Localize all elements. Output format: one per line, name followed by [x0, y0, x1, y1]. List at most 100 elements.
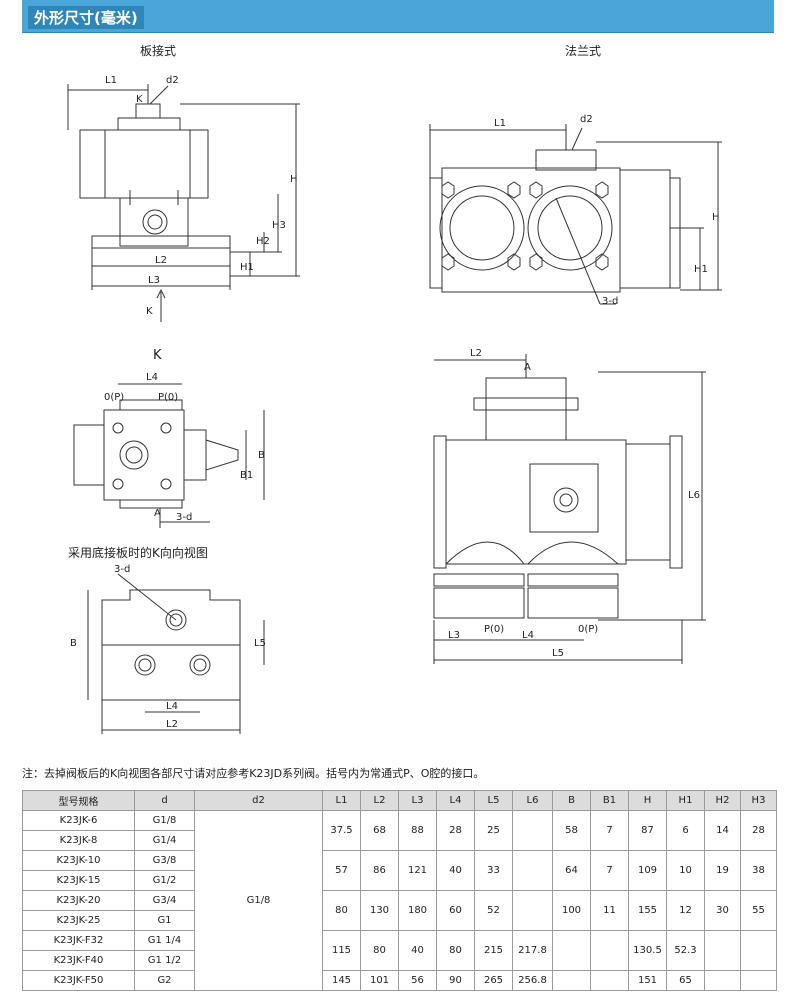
base-plate-view-title: 采用底接板时的K向向视图	[68, 546, 208, 560]
model-cell: K23JK-25	[22, 910, 135, 931]
dim-label-k-arrow: K	[146, 306, 153, 317]
l1-cell: 115	[322, 930, 361, 971]
dim-label-l1-flange: L1	[494, 118, 506, 129]
h1-cell: 12	[666, 890, 705, 931]
dim-label-l4-base: L4	[166, 701, 178, 712]
column-header: L3	[398, 790, 437, 811]
b1-cell	[590, 930, 629, 971]
table-row: K23JK-6 G1/8 G1/8 37.5 68 88 28 25 58 7 …	[22, 810, 777, 991]
dim-label-p-side: P(0)	[484, 624, 504, 635]
l2-cell: 80	[360, 930, 399, 971]
l5-cell: 52	[474, 890, 513, 931]
k-view-drawing	[73, 383, 265, 528]
model-cell: K23JK-15	[22, 870, 135, 891]
h3-cell	[740, 930, 777, 971]
port-size-cell: G1	[134, 910, 195, 931]
column-header: L5	[474, 790, 513, 811]
l2-cell: 130	[360, 890, 399, 931]
l2-cell: 101	[360, 970, 399, 991]
dim-label-h3-plate: H3	[272, 220, 286, 231]
dim-label-l2-side: L2	[470, 348, 482, 359]
l3-cell: 56	[398, 970, 437, 991]
dim-label-k-plate: K	[136, 94, 143, 105]
dim-label-h1-plate: H1	[240, 262, 254, 273]
dim-label-l4-side: L4	[522, 630, 534, 641]
port-size-cell: G1/8	[134, 810, 195, 831]
l2-cell: 68	[360, 810, 399, 851]
h2-cell	[704, 970, 741, 991]
l4-cell: 60	[436, 890, 475, 931]
table-row: K23JK-10 G3/8 57 86 121 40 33 64 7 109 1…	[22, 850, 777, 891]
l4-cell: 80	[436, 930, 475, 971]
port-size-cell: G1/4	[134, 830, 195, 851]
h2-cell: 30	[704, 890, 741, 931]
dim-label-l2-plate: L2	[155, 255, 167, 266]
h1-cell: 6	[666, 810, 705, 851]
l1-cell: 37.5	[322, 810, 361, 851]
dim-label-d2-plate: d2	[166, 75, 179, 86]
model-cell: K23JK-6	[22, 810, 135, 831]
h3-cell: 55	[740, 890, 777, 931]
h3-cell: 38	[740, 850, 777, 891]
table-row: K23JK-25 G1	[22, 910, 777, 931]
model-cell: K23JK-20	[22, 890, 135, 911]
dim-label-h1-flange: H1	[694, 264, 708, 275]
column-header: H1	[666, 790, 705, 811]
l4-cell: 90	[436, 970, 475, 991]
h2-cell	[704, 930, 741, 971]
d2-cell: G1/8	[194, 810, 323, 991]
dim-label-a-k: A	[154, 508, 161, 519]
port-size-cell: G1/2	[134, 870, 195, 891]
h-cell: 151	[628, 970, 667, 991]
table-row: K23JK-F50 G2 145 101 56 90 265 256.8 151…	[22, 970, 777, 991]
h1-cell: 10	[666, 850, 705, 891]
b-cell	[552, 970, 591, 991]
dim-label-o-side: 0(P)	[578, 624, 598, 635]
dim-label-h-flange: H	[712, 212, 720, 223]
column-header: B1	[590, 790, 629, 811]
dim-label-h2-plate: H2	[256, 236, 270, 247]
model-cell: K23JK-10	[22, 850, 135, 871]
dim-label-d2-flange: d2	[580, 114, 593, 125]
k-view-title: K	[153, 348, 162, 363]
b1-cell: 7	[590, 810, 629, 851]
dim-label-a-side: A	[524, 362, 531, 373]
l3-cell: 180	[398, 890, 437, 931]
dimension-table: 型号规格 d d2 L1 L2 L3 L4 L5 L6 B B1 H H1 H2…	[22, 790, 777, 991]
column-header: H	[628, 790, 667, 811]
flange-type-title: 法兰式	[565, 44, 602, 58]
plate-type-title: 板接式	[140, 44, 177, 58]
b1-cell	[590, 970, 629, 991]
dimension-drawings: L1 d2 K L2 L3 H H3 H2 H1 K L1 d2 H H1 3-…	[67, 75, 722, 734]
l6-cell: 256.8	[512, 970, 553, 991]
h1-cell: 52.3	[666, 930, 705, 971]
l5-cell: 265	[474, 970, 513, 991]
dim-label-3d-k: 3-d	[176, 512, 192, 523]
l6-cell	[512, 810, 553, 851]
h2-cell: 19	[704, 850, 741, 891]
column-header: L6	[512, 790, 553, 811]
section-header: 外形尺寸(毫米)	[22, 0, 774, 33]
dim-label-h-plate: H	[290, 174, 298, 185]
column-header: d	[134, 790, 195, 811]
b1-cell: 11	[590, 890, 629, 931]
l1-cell: 80	[322, 890, 361, 931]
port-size-cell: G2	[134, 970, 195, 991]
dim-label-l4-k: L4	[146, 372, 158, 383]
h-cell: 130.5	[628, 930, 667, 971]
l3-cell: 121	[398, 850, 437, 891]
dim-label-b-base: B	[70, 638, 77, 649]
dim-label-b1-k: B1	[240, 470, 253, 481]
column-header: B	[552, 790, 591, 811]
l3-cell: 40	[398, 930, 437, 971]
column-header: H3	[740, 790, 777, 811]
h1-cell: 65	[666, 970, 705, 991]
column-header: H2	[704, 790, 741, 811]
dim-label-l6-side: L6	[688, 490, 700, 501]
b-cell: 100	[552, 890, 591, 931]
dim-label-b-k: B	[258, 450, 265, 461]
dim-label-l2-base: L2	[166, 719, 178, 730]
footnote: 注：去掉阀板后的K向视图各部尺寸请对应参考K23JD系列阀。括号内为常通式P、O…	[22, 767, 485, 780]
dim-label-port-o-k: 0(P)	[104, 392, 124, 403]
section-title: 外形尺寸(毫米)	[28, 6, 144, 29]
